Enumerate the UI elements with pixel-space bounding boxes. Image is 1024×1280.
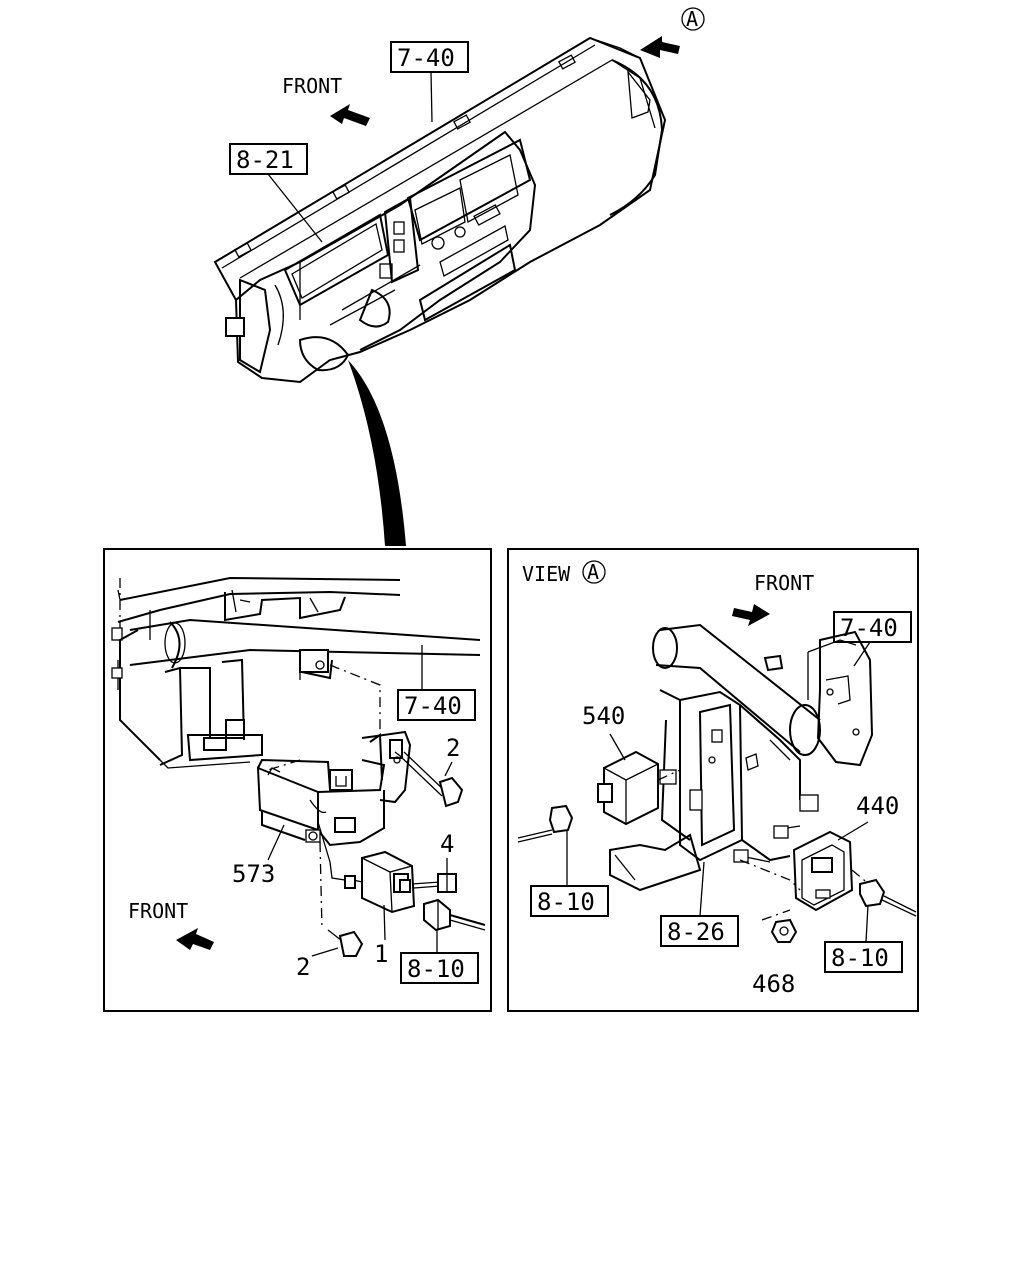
nut-468 — [761, 909, 798, 943]
screw-4 — [411, 873, 457, 893]
connector-right-left — [517, 804, 574, 843]
ref-dashboard-right: 7-40 — [840, 614, 898, 642]
part-label-573: 573 — [232, 860, 275, 888]
connector-right-right — [859, 878, 917, 917]
bolt-lower — [319, 841, 364, 957]
part-label-1: 1 — [374, 940, 388, 968]
front-label-right: FRONT — [754, 571, 814, 595]
front-label-top: FRONT — [282, 74, 342, 98]
svg-text:8-21: 8-21 — [236, 146, 294, 174]
front-arrow-top: FRONT — [282, 74, 370, 126]
part-unit-1 — [317, 821, 416, 914]
view-marker-top: A — [686, 7, 698, 31]
connector-left — [423, 898, 486, 932]
ref-harness-right-left: 8-10 — [537, 888, 595, 916]
view-a-arrow: A — [640, 7, 705, 58]
ref-dashboard-top: 7-40 — [390, 41, 469, 123]
left-panel: 573 2 1 — [103, 548, 492, 1012]
part-label-4: 4 — [440, 830, 454, 858]
dash-beam — [652, 623, 874, 767]
bracket-8-26 — [609, 689, 819, 892]
view-label: VIEW — [522, 562, 571, 586]
ref-cluster-top: 8-21 — [229, 143, 323, 243]
ref-bracket-parent: 7-40 — [404, 692, 462, 720]
dashboard-assembly — [213, 36, 667, 384]
svg-text:7-40: 7-40 — [397, 44, 455, 72]
callout-arrow — [348, 360, 406, 546]
ref-harness-left-panel: 8-10 — [407, 955, 465, 983]
bolt-upper — [394, 751, 464, 808]
part-label-2-lower: 2 — [296, 953, 310, 981]
ref-bracket-826: 8-26 — [667, 918, 725, 946]
module-440 — [792, 830, 871, 912]
part-label-540: 540 — [582, 702, 625, 730]
part-label-440: 440 — [856, 792, 899, 820]
part-label-2-upper: 2 — [446, 734, 460, 762]
view-marker-right: A — [587, 560, 599, 584]
front-label-left: FRONT — [128, 899, 188, 923]
module-540 — [597, 750, 681, 826]
part-label-468: 468 — [752, 970, 795, 998]
right-panel: VIEW A FRONT — [507, 548, 919, 1012]
part-bracket-573 — [256, 730, 412, 847]
ref-harness-right-right: 8-10 — [831, 944, 889, 972]
